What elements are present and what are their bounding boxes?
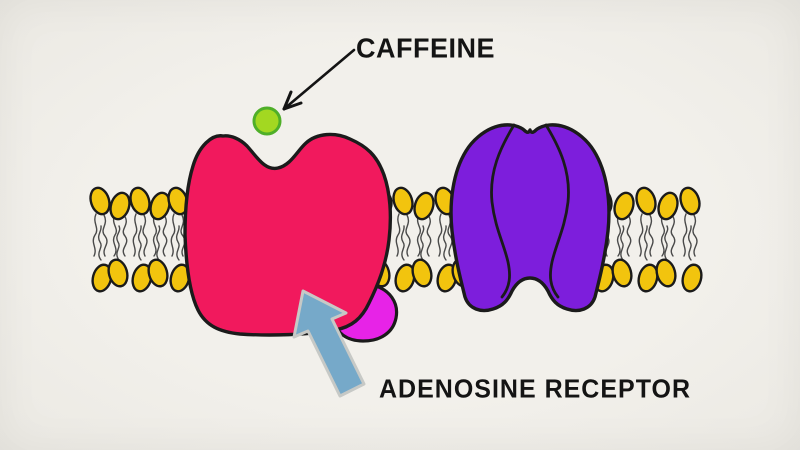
lipid-tail [620,225,625,261]
receptor-pointer-arrow-icon [292,289,366,398]
lipid-head [109,191,131,221]
lipid-head [613,191,635,221]
lipid-head [637,263,659,293]
ion-channel-body [449,123,611,313]
lipid-head [611,258,633,288]
lipid-tail [682,213,688,257]
lipid-tail [142,214,148,257]
lipid-tail [175,225,180,261]
lipid-tail [395,213,401,257]
lipid-head [107,258,129,288]
lipid-tail [416,213,421,257]
adenosine-receptor-label: ADENOSINE RECEPTOR [379,374,692,404]
caffeine-pointer-arrow-icon [282,48,356,111]
ion-channel-lobe-line-right [544,123,570,299]
pointer-line [282,48,356,111]
ion-channel-lobe-line-left [490,123,516,299]
lipid-tail [616,213,621,257]
lipid-tail [442,225,447,261]
lipid-tail [643,225,648,261]
lipid-head [149,191,171,221]
lipid-tail [102,214,108,257]
lipid-tail [92,213,98,257]
lipid-head [129,186,151,216]
lipid-tail [156,225,161,261]
lipid-tail [112,213,117,257]
lipid-head [681,263,703,293]
lipid-tail [122,214,128,257]
lipid-head [394,263,416,293]
lipid-tail [97,225,102,261]
lipid-tail [162,214,168,257]
lipid-head [635,186,657,216]
lipid-head [657,191,679,221]
lipid-tail [116,225,121,261]
lipid-head [392,186,414,216]
lipid-head [679,186,701,216]
pointer-head-b [282,90,293,111]
lipid-tail [638,213,644,257]
adenosine-receptor-shape [183,132,393,337]
lipid-tail [132,213,138,257]
lipid-tail [400,225,405,261]
ion-channel-shape [449,123,611,313]
lipid-tail [437,213,443,257]
lipid-tail [426,214,432,257]
lipid-tail [405,214,411,257]
lipid-tail [137,225,142,261]
lipid-head [413,191,435,221]
phospholipid-bilayer [89,186,703,293]
lipid-tail [660,213,665,257]
lipid-tail [420,225,425,261]
lipid-tail [648,214,654,257]
lipid-tail [180,214,186,257]
caffeine-label: CAFFEINE [356,32,495,64]
lipid-tail [626,214,632,257]
lipid-tail [692,214,698,257]
lipid-head [89,186,111,216]
lipid-tail [687,225,692,261]
pointer-head-a [282,101,303,111]
lipid-tail [670,214,676,257]
lipid-tail [170,213,176,257]
lipid-head [655,258,677,288]
lipid-head [147,258,169,288]
lipid-tail [664,225,669,261]
lipid-tail [152,213,157,257]
lipid-head [411,258,433,288]
caffeine-molecule [252,106,282,136]
